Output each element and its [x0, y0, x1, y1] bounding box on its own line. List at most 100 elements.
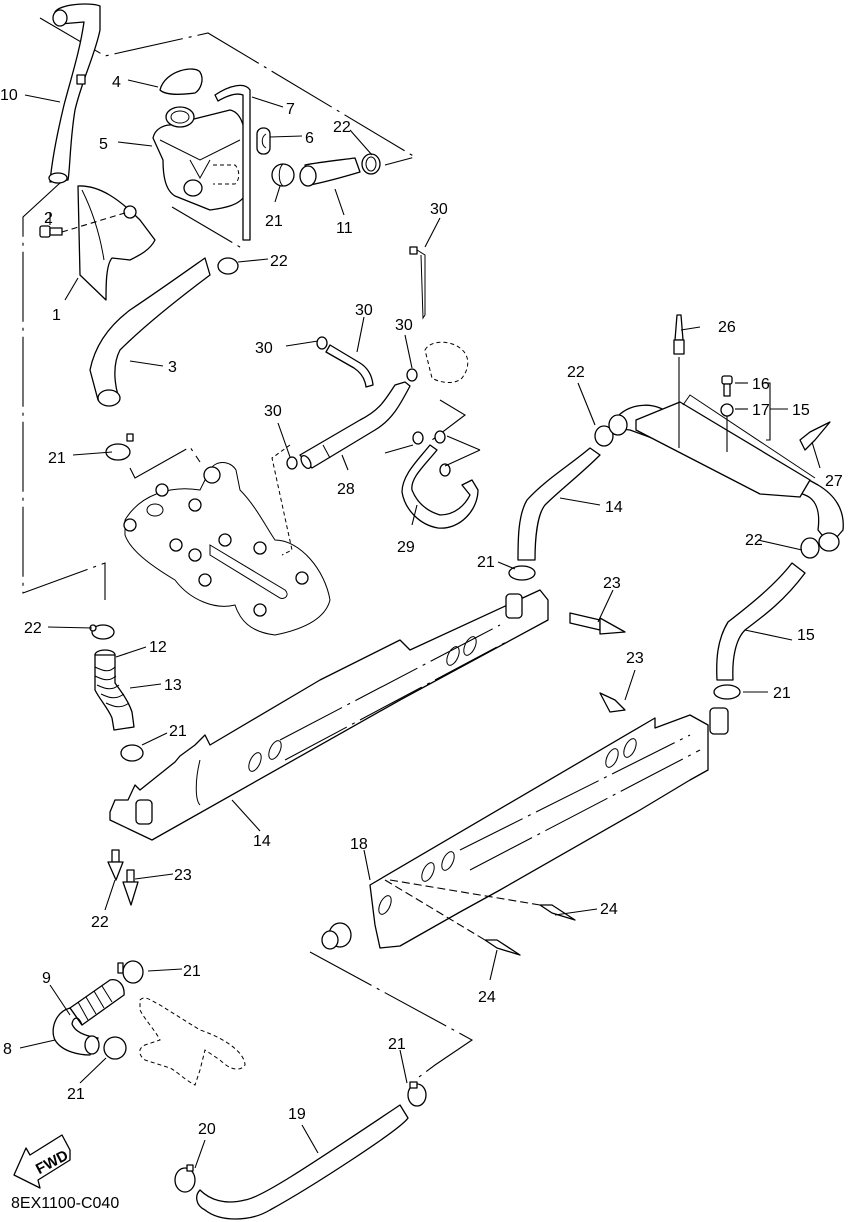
- clamps-30[interactable]: [286, 336, 451, 477]
- callout-24-a: 24: [600, 901, 618, 918]
- callout-2: 2: [44, 210, 53, 227]
- thermostat-housing: [424, 341, 469, 383]
- callout-26: 28: [337, 481, 355, 498]
- part-10-filler-hose[interactable]: [48, 3, 101, 184]
- part-14-heat-exchanger-left[interactable]: [109, 589, 549, 841]
- leader-lines: [19, 79, 821, 1169]
- part-6-grommet[interactable]: [256, 127, 271, 155]
- clamp-21-top[interactable]: [271, 163, 295, 187]
- rivet-25-b[interactable]: [799, 421, 831, 451]
- callout-27: 29: [397, 539, 415, 556]
- rivet-23-a[interactable]: [107, 849, 124, 881]
- part-26-bypass-hose[interactable]: [299, 381, 411, 470]
- rivet-23-b[interactable]: [122, 869, 139, 906]
- callout-21-bottom-left: 21: [67, 1086, 85, 1103]
- callout-15-lower: 15: [797, 627, 815, 644]
- callout-11: 11: [336, 220, 353, 237]
- rivet-25-a[interactable]: [673, 314, 685, 448]
- clamp-22-bottom-left[interactable]: [117, 960, 144, 984]
- clamp-21-left-lower[interactable]: [120, 744, 144, 762]
- callout-5: 5: [99, 136, 108, 153]
- part-29-tie-wrap[interactable]: [409, 246, 426, 320]
- part-13-bellows-hose[interactable]: [94, 654, 135, 731]
- callout-28: 30: [355, 302, 373, 319]
- callout-21-bottom-right: 21: [388, 1036, 406, 1053]
- callout-21-right: 21: [773, 685, 791, 702]
- clamp-22-upper[interactable]: [217, 257, 239, 275]
- callout-12: 12: [149, 639, 167, 656]
- callout-14-label: 14: [253, 833, 271, 850]
- clamp-22-right-lower[interactable]: [800, 537, 820, 559]
- clamp-21-bottom-right[interactable]: [407, 1081, 427, 1107]
- callout-1: 1: [52, 307, 61, 324]
- rivet-24-b[interactable]: [384, 879, 521, 956]
- callout-25-b: 27: [825, 473, 843, 490]
- rivet-24-a[interactable]: [389, 879, 576, 921]
- clamp-22-upper-right[interactable]: [594, 425, 614, 447]
- part-27-bypass-hose[interactable]: [401, 444, 479, 529]
- part-28-bypass-hose[interactable]: [325, 344, 374, 388]
- part-7-overflow-hose[interactable]: [214, 84, 251, 241]
- callout-24-b: 24: [478, 989, 496, 1006]
- callout-22-right-lower: 22: [745, 532, 763, 549]
- clamp-22-left-middle[interactable]: [89, 624, 115, 640]
- part-9-bellows-hose[interactable]: [69, 979, 125, 1026]
- callout-30-c: 30: [264, 403, 282, 420]
- part-5-reservoir-tank[interactable]: [152, 106, 246, 211]
- callout-25-a: 26: [718, 319, 736, 336]
- clamp-21-bottom-left[interactable]: [103, 1036, 127, 1060]
- diagram-code: 8EX1100-C040: [11, 1195, 119, 1212]
- callout-29: 30: [430, 201, 448, 218]
- callout-18: 17: [752, 402, 770, 419]
- callout-21-bottom-middle-label: 20: [198, 1121, 216, 1138]
- water-jacket-outline: [139, 997, 246, 1086]
- callout-30-b: 30: [395, 317, 413, 334]
- part-18-nut[interactable]: [720, 403, 734, 452]
- part-19-heat-exchanger-right[interactable]: [321, 707, 729, 950]
- callout-23-d: 23: [626, 650, 644, 667]
- callout-7: 7: [286, 101, 295, 118]
- clamp-22-top-right[interactable]: [361, 153, 381, 175]
- part-8-hose-elbow[interactable]: [52, 1007, 100, 1056]
- callout-22-left-middle: 22: [24, 620, 42, 637]
- callout-22-bottom-left-label: 21: [183, 963, 201, 980]
- callout-23-c: 23: [603, 575, 621, 592]
- clamp-21-mid[interactable]: [508, 565, 536, 581]
- part-15-hose-lower[interactable]: [716, 562, 806, 681]
- callout-10: 10: [0, 87, 18, 104]
- part-17-bolt[interactable]: [721, 375, 733, 397]
- rivet-23-c[interactable]: [569, 612, 626, 635]
- callout-19: 18: [350, 836, 368, 853]
- part-20-long-hose[interactable]: [196, 1104, 409, 1220]
- part-4-reservoir-cap[interactable]: [159, 68, 203, 95]
- callout-13: 13: [164, 677, 182, 694]
- clamp-21-right[interactable]: [713, 684, 741, 700]
- callout-22-upper: 22: [270, 253, 288, 270]
- clamp-21-left[interactable]: [105, 433, 134, 461]
- callout-21-top: 21: [265, 213, 283, 230]
- rivet-23-d[interactable]: [599, 692, 626, 713]
- callout-30-a: 30: [255, 340, 273, 357]
- part-2-bolt[interactable]: [39, 211, 129, 238]
- clamp-21-bottom-middle[interactable]: [174, 1164, 196, 1193]
- callout-21-left-lower: 21: [169, 723, 187, 740]
- part-3-hose[interactable]: [89, 257, 211, 407]
- callout-22-upper-right: 22: [567, 364, 585, 381]
- callout-20: 19: [288, 1106, 306, 1123]
- callout-23-b: 23: [174, 867, 192, 884]
- part-11-hose[interactable]: [299, 157, 361, 187]
- forward-direction-arrow: FWD: [13, 1134, 71, 1189]
- callout-22-top: 22: [333, 119, 351, 136]
- callout-23-a: 22: [91, 914, 109, 931]
- callout-labels: 10 4 5 7 6 22 21 11 2 1 22 3 21 30 30 30…: [0, 74, 843, 1138]
- callout-15-upper: 14: [605, 499, 623, 516]
- callout-21-mid: 21: [477, 554, 495, 571]
- callout-17: 16: [752, 376, 770, 393]
- part-1-shroud-bracket[interactable]: [77, 185, 156, 301]
- callout-9: 9: [42, 970, 51, 987]
- callout-4: 4: [112, 74, 121, 91]
- callout-3: 3: [168, 359, 177, 376]
- callout-16: 15: [792, 402, 810, 419]
- part-15-hose-upper[interactable]: [517, 447, 601, 561]
